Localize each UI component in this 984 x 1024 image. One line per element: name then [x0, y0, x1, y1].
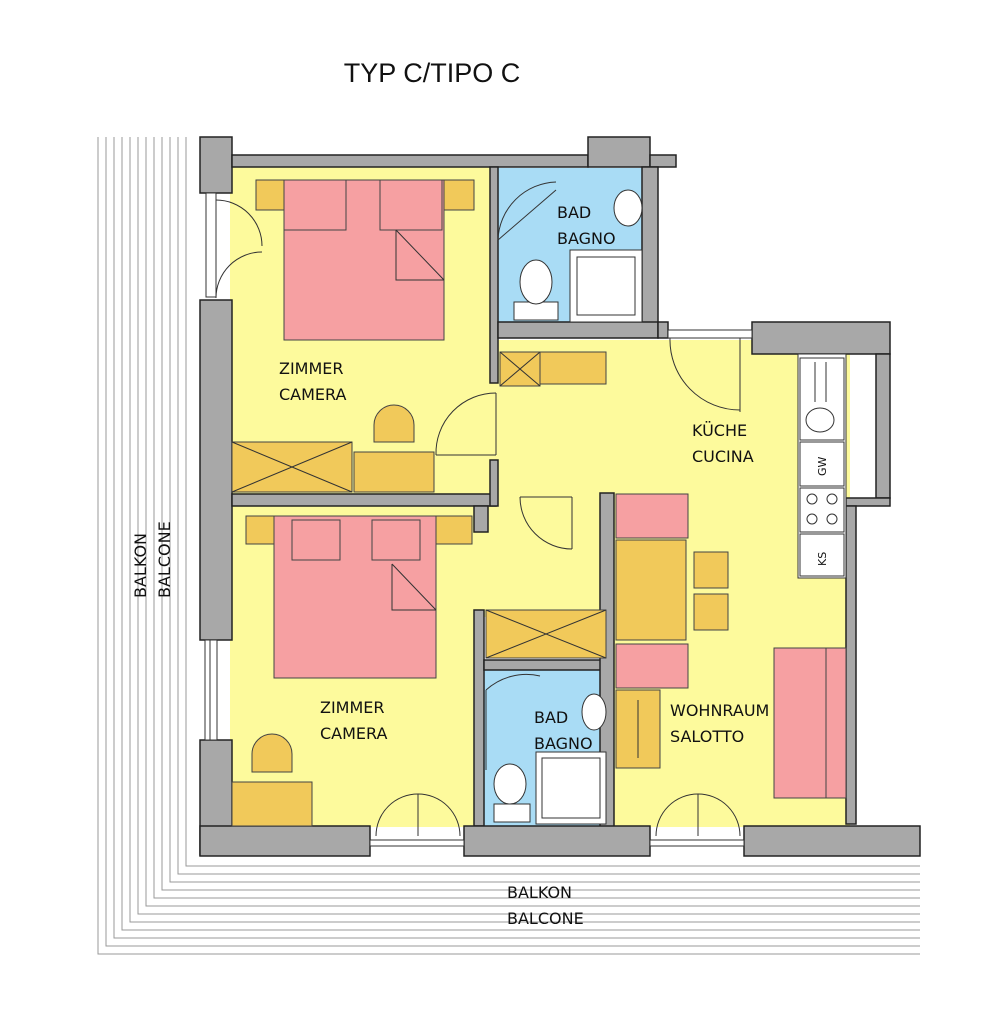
- kitchen-counter: [797, 353, 847, 579]
- bath-top-fixtures: [513, 189, 643, 323]
- bedroom-top-label-2: CAMERA: [279, 385, 347, 404]
- windows: [204, 192, 753, 847]
- doors: [215, 181, 741, 837]
- bedroom-top-furniture: [231, 179, 607, 493]
- balcony-left-label-1: BALKON: [131, 533, 150, 598]
- living-label-2: SALOTTO: [670, 727, 744, 746]
- bath-bottom-fixtures: [493, 693, 607, 825]
- fridge-label: KS: [816, 552, 829, 566]
- walls: [199, 136, 921, 857]
- bath-bottom-label-1: BAD: [534, 708, 568, 727]
- bedroom-bottom-label-1: ZIMMER: [320, 698, 385, 717]
- bedroom-top-label-1: ZIMMER: [279, 359, 344, 378]
- kitchen-label-1: KÜCHE: [692, 421, 747, 440]
- bath-top-label-1: BAD: [557, 203, 591, 222]
- living-label-1: WOHNRAUM: [670, 701, 769, 720]
- living-furniture: [615, 493, 847, 799]
- bath-bottom-label-2: BAGNO: [534, 734, 593, 753]
- balcony-left-label-2: BALCONE: [155, 521, 174, 598]
- balcony-lines: [97, 137, 920, 955]
- bath-top-label-2: BAGNO: [557, 229, 616, 248]
- kitchen-label-2: CUCINA: [692, 447, 754, 466]
- plan-title: TYP C/TIPO C: [343, 58, 521, 88]
- bedroom-bottom-label-2: CAMERA: [320, 724, 388, 743]
- bedroom-bottom-furniture: [231, 515, 607, 827]
- dishwasher-label: GW: [816, 456, 829, 476]
- balcony-bottom-label-1: BALKON: [507, 883, 572, 902]
- balcony-bottom-label-2: BALCONE: [507, 909, 584, 928]
